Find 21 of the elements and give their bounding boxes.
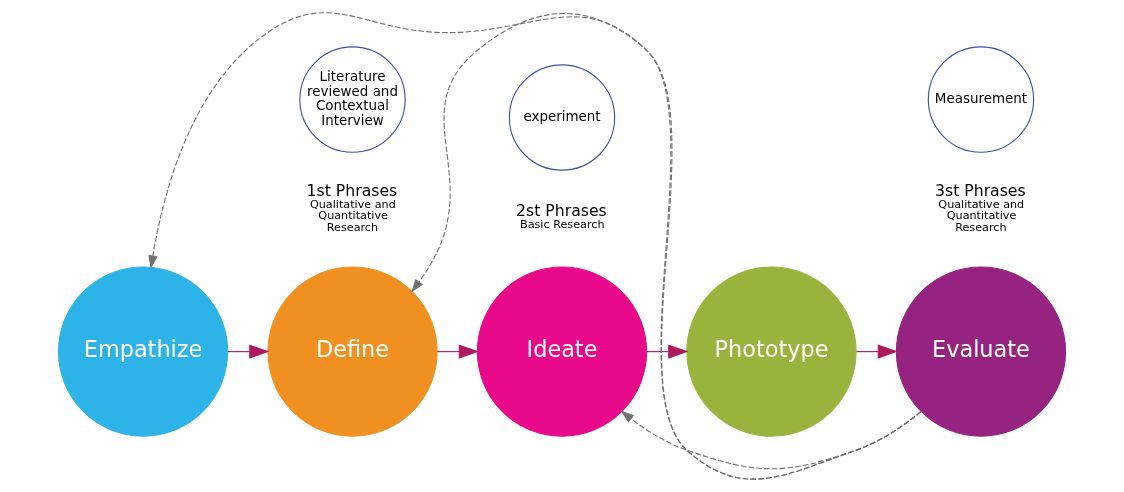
label: Qualitative and Quantitative Research xyxy=(309,198,396,234)
node-circle: Ideate xyxy=(476,266,648,437)
arrow xyxy=(646,344,689,359)
label: Basic Research xyxy=(519,218,605,232)
arrow xyxy=(411,12,922,480)
label: Qualitative and Quantitative Research xyxy=(938,198,1025,234)
arrow xyxy=(148,12,922,480)
label: 2st Phrases xyxy=(516,201,607,221)
node-circle: Evaluate xyxy=(895,266,1067,437)
node-circle: Literature reviewed and Contextual Interview xyxy=(299,46,406,153)
node-circle: Phototype xyxy=(686,266,857,437)
arrow xyxy=(620,410,922,470)
node-circle: Measurement xyxy=(927,46,1035,153)
node-circle: experiment xyxy=(508,64,616,171)
node-circle: Empathize xyxy=(57,266,229,437)
arrow xyxy=(436,344,479,359)
arrow xyxy=(227,344,270,359)
label: 3st Phrases xyxy=(935,181,1026,201)
label: 1st Phrases xyxy=(306,181,398,201)
arrow xyxy=(855,344,898,359)
node-circle: Define xyxy=(267,266,438,437)
